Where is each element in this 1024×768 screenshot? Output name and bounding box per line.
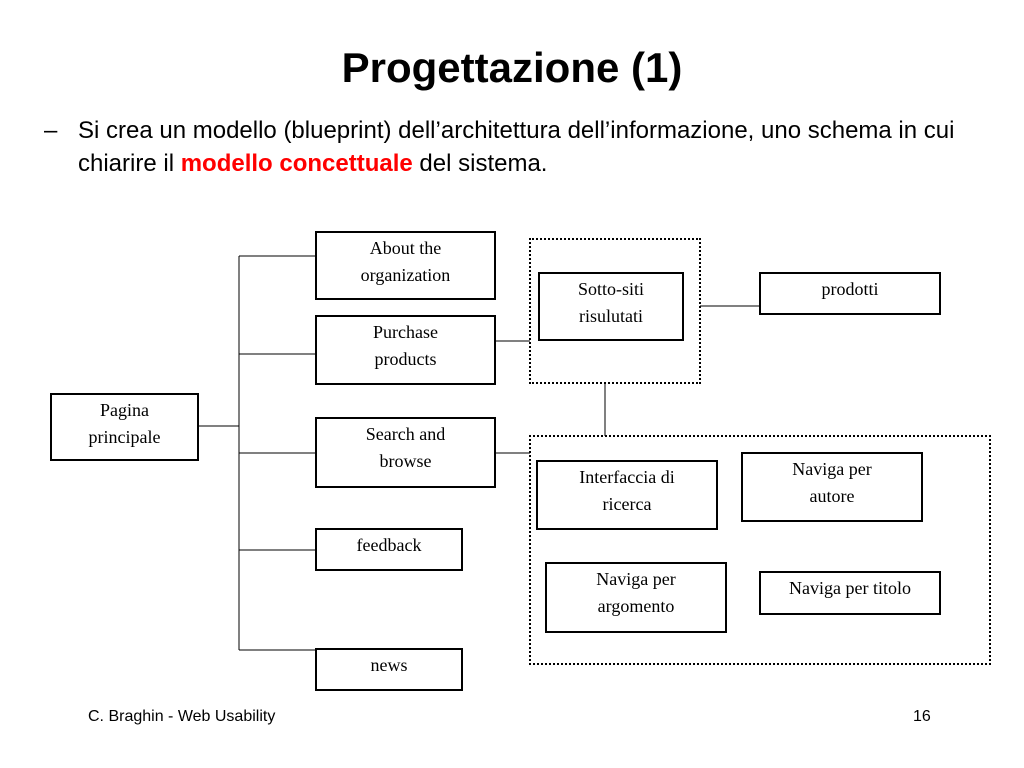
subsites-group: [529, 238, 701, 384]
node-search-interface: Interfaccia di ricerca: [536, 460, 718, 530]
bullet-text-after: del sistema.: [412, 150, 548, 177]
node-subsites: Sotto-siti risulutati: [538, 272, 684, 341]
node-by-author: Naviga per autore: [741, 452, 923, 522]
node-search: Search and browse: [315, 417, 496, 488]
node-products: prodotti: [759, 272, 941, 315]
node-root: Pagina principale: [50, 393, 199, 461]
node-news: news: [315, 648, 463, 691]
footer-page-number: 16: [913, 708, 931, 725]
bullet-highlight: modello concettuale: [180, 150, 413, 177]
footer-author: C. Braghin - Web Usability: [88, 708, 276, 725]
search-group: [529, 435, 991, 665]
node-about: About the organization: [315, 231, 496, 300]
node-by-topic: Naviga per argomento: [545, 562, 727, 633]
bullet-dash: –: [44, 117, 58, 144]
bullet-text-before: Si crea un modello (blueprint) dell’arch…: [78, 117, 955, 177]
slide-title: Progettazione (1): [341, 44, 683, 91]
node-by-title: Naviga per titolo: [759, 571, 941, 615]
node-purchase: Purchase products: [315, 315, 496, 385]
bullet-text: Si crea un modello (blueprint) dell’arch…: [78, 114, 978, 180]
node-feedback: feedback: [315, 528, 463, 571]
